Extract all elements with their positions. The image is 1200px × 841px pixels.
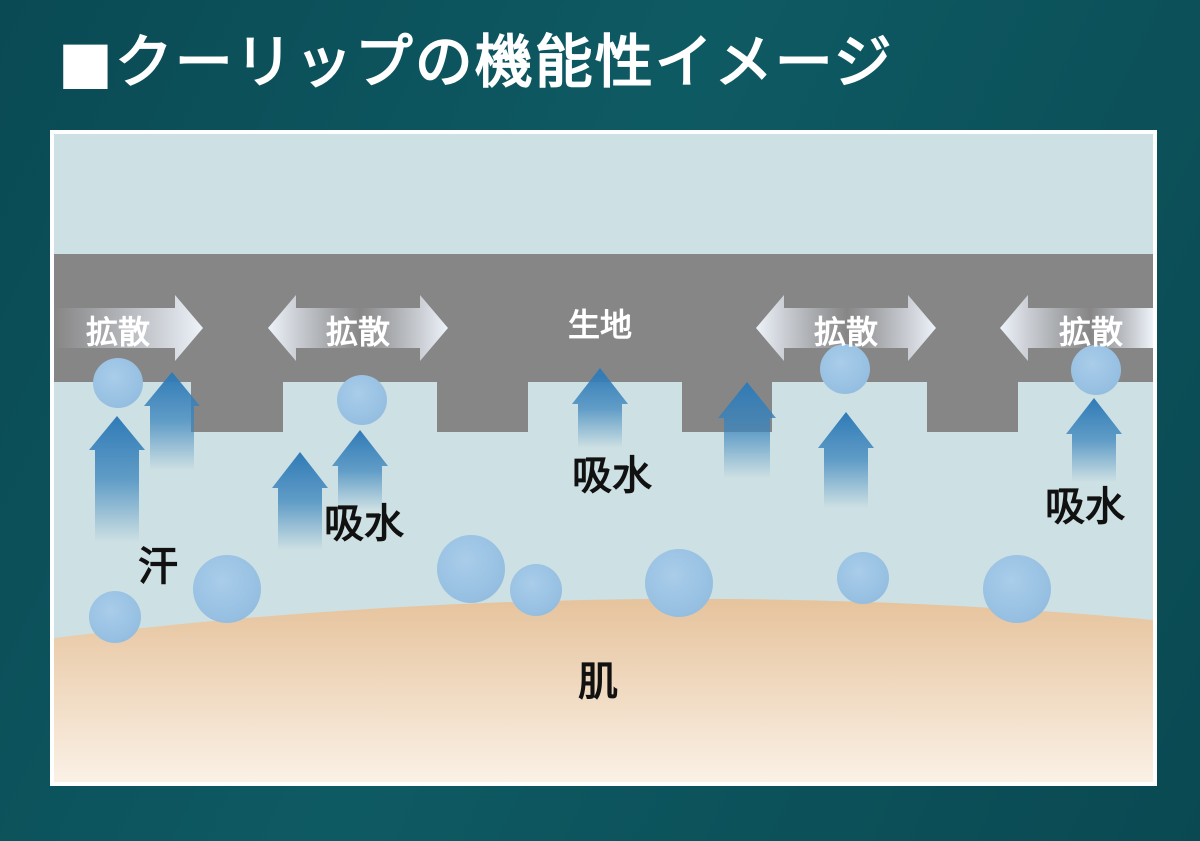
sweat-droplet <box>1071 345 1121 395</box>
absorption-arrow <box>572 368 628 448</box>
sweat-droplet <box>983 555 1051 623</box>
panel-border <box>50 130 1157 786</box>
diagram-canvas <box>50 130 1157 786</box>
absorption-arrow <box>144 372 200 470</box>
diffusion-label: 拡散 <box>1058 313 1124 351</box>
absorption-label: 吸水 <box>1045 484 1125 530</box>
sweat-droplet <box>510 564 562 616</box>
diffusion-label: 拡散 <box>85 313 151 351</box>
diffusion-arrow <box>756 295 936 361</box>
diagram-panel: 拡散 拡散 生地 拡散 拡散 吸水 吸水 吸水 汗 肌 <box>50 130 1157 786</box>
absorption-label: 吸水 <box>572 453 652 499</box>
sweat-droplet <box>337 375 387 425</box>
absorption-label: 吸水 <box>324 501 404 547</box>
sweat-droplet <box>837 552 889 604</box>
sweat-droplet <box>93 358 143 408</box>
diffusion-arrow <box>268 295 448 361</box>
absorption-arrow <box>272 452 328 550</box>
diffusion-label: 拡散 <box>813 313 879 351</box>
absorption-arrow <box>1066 398 1122 482</box>
absorption-arrow <box>89 416 145 542</box>
sweat-label: 汗 <box>138 544 178 590</box>
sweat-droplet <box>193 555 261 623</box>
absorption-arrow <box>818 412 874 508</box>
sweat-droplet <box>437 535 505 603</box>
absorption-arrow <box>332 430 388 510</box>
diffusion-label: 拡散 <box>325 313 391 351</box>
fabric-layer <box>54 254 1153 432</box>
diffusion-arrow <box>1000 295 1153 361</box>
skin-label: 肌 <box>578 659 618 705</box>
sweat-droplet <box>645 549 713 617</box>
skin-layer <box>54 598 1153 782</box>
page-title: ■クーリップの機能性イメージ <box>58 28 894 96</box>
sweat-droplet <box>820 344 870 394</box>
sweat-droplet <box>89 591 141 643</box>
diffusion-arrow <box>54 295 203 361</box>
fabric-label: 生地 <box>567 306 633 344</box>
absorption-arrow <box>718 382 776 478</box>
